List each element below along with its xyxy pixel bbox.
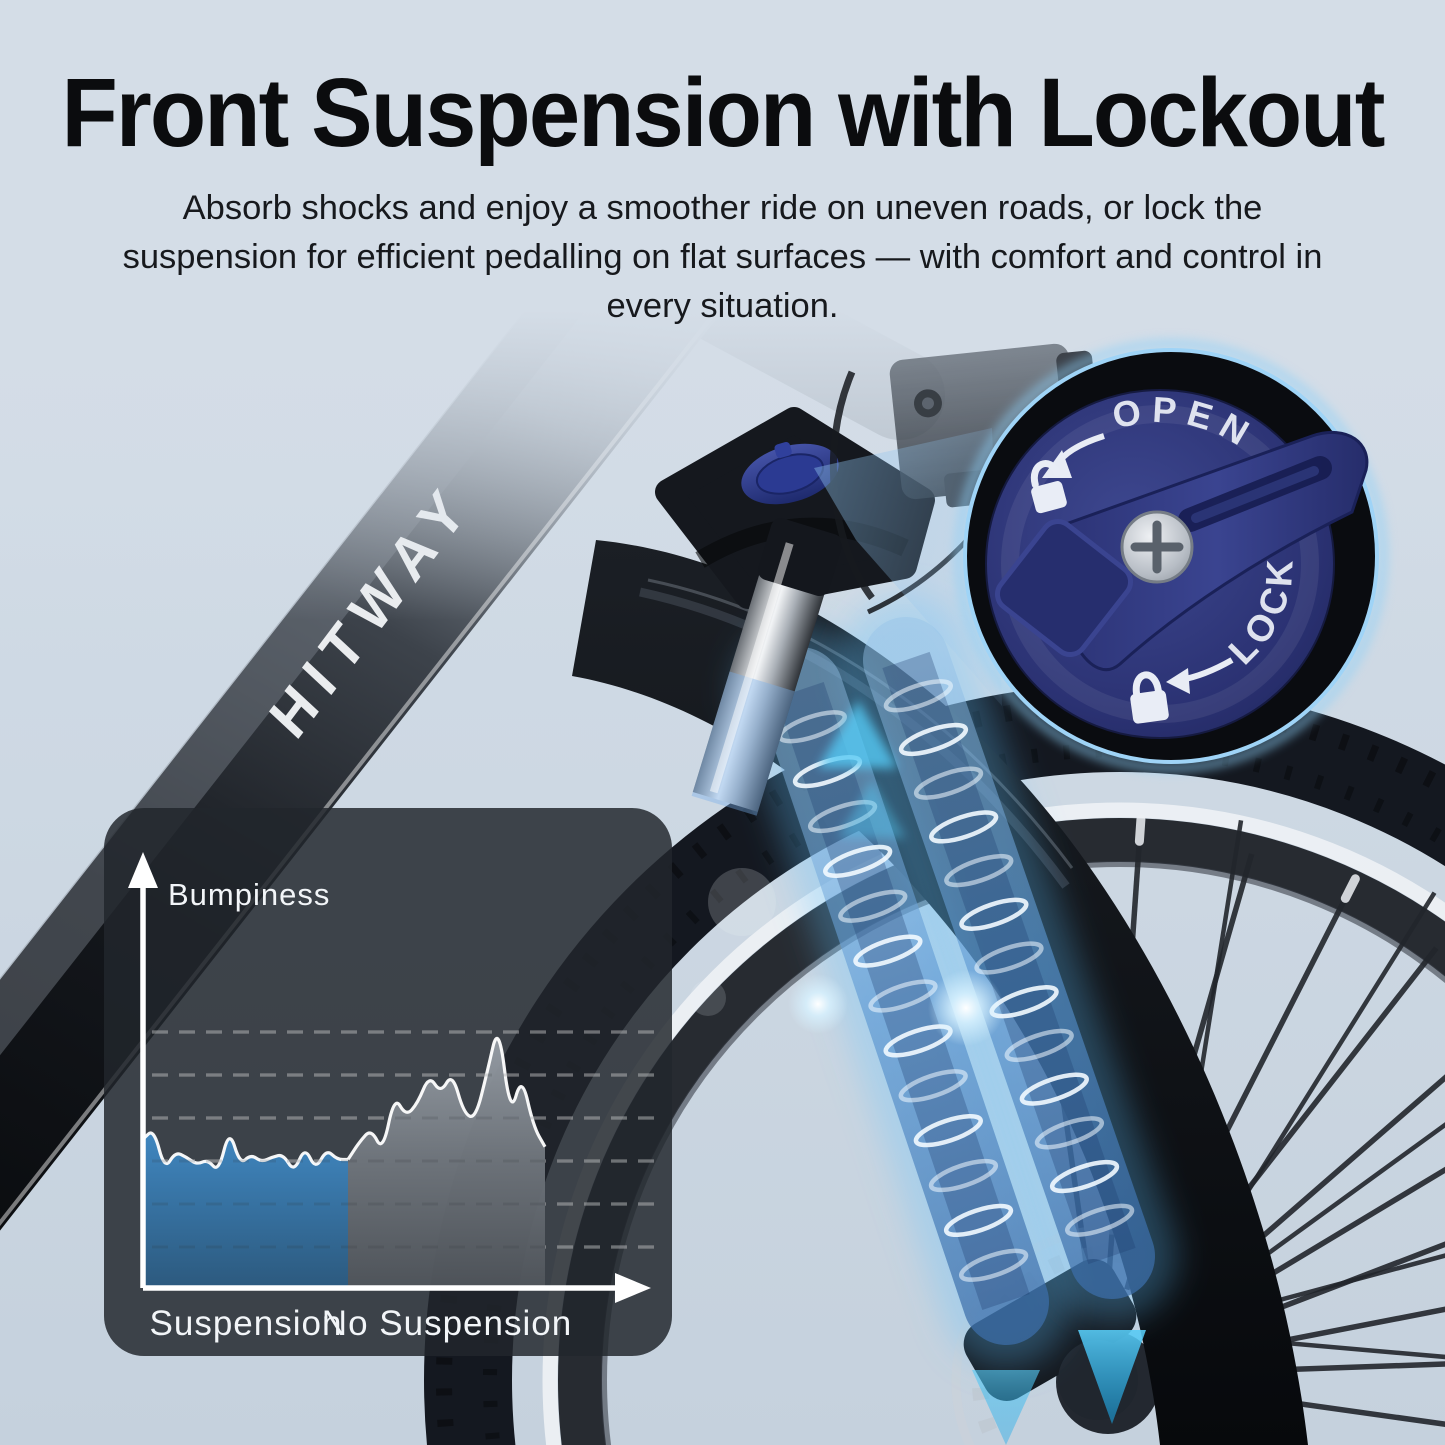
center-screw xyxy=(1122,512,1192,582)
y-axis-label: Bumpiness xyxy=(168,877,330,912)
spoke-nipple xyxy=(1139,819,1141,841)
lockout-dial-inset: OPEN LOCK xyxy=(959,344,1383,768)
page-subtitle: Absorb shocks and enjoy a smoother ride … xyxy=(105,184,1340,331)
bokeh-highlight xyxy=(708,868,776,936)
category-label-no-suspension: No Suspension xyxy=(322,1304,572,1343)
page-title: Front Suspension with Lockout xyxy=(36,64,1409,161)
chart-panel: Bumpiness Suspension No Suspension xyxy=(104,808,672,1356)
glow-glint xyxy=(788,974,848,1034)
bokeh-highlight xyxy=(690,980,726,1016)
category-label-suspension: Suspension xyxy=(150,1304,343,1343)
glow-glint xyxy=(928,970,1004,1046)
